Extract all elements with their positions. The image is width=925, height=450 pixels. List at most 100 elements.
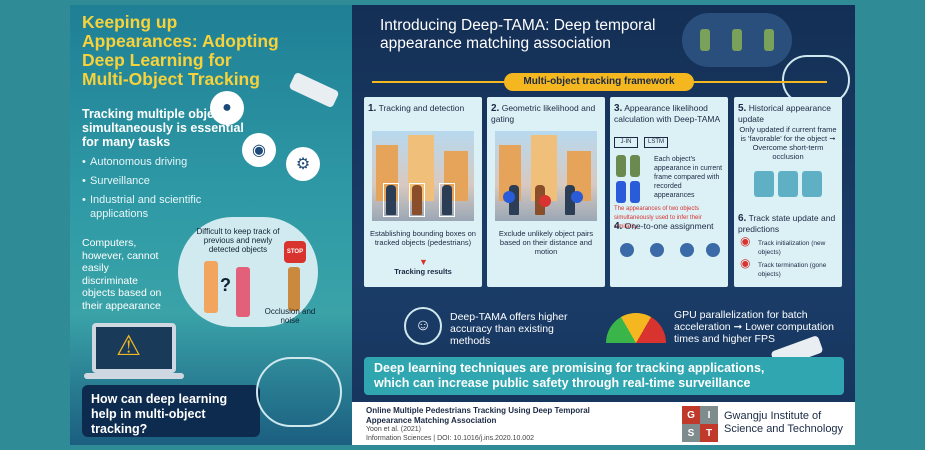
appearance-figure [616,181,626,203]
frame-card [778,171,798,197]
laptop-base [84,373,184,379]
lstm-label: LSTM [644,137,668,148]
frame-card [754,171,774,197]
conclusion-banner: Deep learning techniques are promising f… [364,357,844,395]
camera-icon: ● [210,91,244,125]
step-number: 1. [368,103,377,114]
assignment-node [620,243,634,257]
step-description: Exclude unlikely object pairs based on t… [498,229,594,256]
task-list: Autonomous driving Surveillance Industri… [82,155,222,226]
paper-authors: Yoon et al. (2021) [366,426,422,433]
pedestrian [412,185,422,215]
step-description: Only updated if current frame is 'favora… [739,125,837,161]
benefit-gpu: GPU parallelization for batch accelerati… [674,309,834,345]
occlusion-note: Occlusion and noise [264,307,316,325]
assignment-node [650,243,664,257]
step-title: 3. Appearance likelihood calculation wit… [614,103,724,124]
step-title-text: Tracking and detection [378,103,465,113]
bounding-box [409,183,425,217]
street-scene [372,131,474,221]
gauge-icon [606,313,666,343]
logo-letter: S [682,424,700,442]
step-number: 5. [738,103,747,114]
logo-letter: I [700,406,718,424]
left-panel: Keeping up Appearances: Adopting Deep Le… [70,5,352,445]
step-title: 1. Tracking and detection [368,103,478,114]
step-number: 2. [491,103,500,114]
bounding-box [383,183,399,217]
gist-logo: G I S T [682,406,718,442]
person-figure [204,261,218,313]
step-title-text: Appearance likelihood calculation with D… [614,103,721,124]
step-title-text: One-to-one assignment [624,221,714,231]
step-title-text: Track state update and predictions [738,213,836,234]
benefit-accuracy: Deep-TAMA offers higher accuracy than ex… [450,311,568,347]
step-number: 6. [738,213,747,224]
task-item: Autonomous driving [82,155,222,169]
walker-figure [732,29,742,51]
task-item: Surveillance [82,174,222,188]
walker-figure [764,29,774,51]
step-appearance-likelihood: 3. Appearance likelihood calculation wit… [610,97,728,287]
step-title: 6. Track state update and predictions [738,213,848,234]
brain-icon [256,357,342,427]
task-item: Industrial and scientific applications [82,193,222,221]
face-icon: ☺ [404,307,442,345]
institute-name: Gwangju Institute of Science and Technol… [724,410,844,435]
subtitle: Tracking multiple objects simultaneously… [82,107,244,149]
track-init: Track initialization (new objects) [758,240,826,256]
benefits-row: ☺ Deep-TAMA offers higher accuracy than … [404,307,844,351]
footer: Online Multiple Pedestrians Tracking Usi… [352,402,855,445]
question-mark: ? [220,275,231,295]
step-number: 3. [614,103,623,114]
main-title: Keeping up Appearances: Adopting Deep Le… [82,12,279,89]
right-panel: Introducing Deep-TAMA: Deep temporal app… [352,5,855,445]
step-number: 4. [614,221,623,232]
appearance-figure [630,181,640,203]
appearance-figure [630,155,640,177]
laptop-icon [92,323,176,373]
step-title: 4. One-to-one assignment [614,221,724,232]
appearance-figure [616,155,626,177]
step-tracking-detection: 1. Tracking and detection Establishing b… [364,97,482,287]
paper-title: Online Multiple Pedestrians Tracking Usi… [366,406,590,425]
step-description: Establishing bounding boxes on tracked o… [370,229,476,247]
difficulty-note: Difficult to keep track of previous and … [196,227,280,254]
street-scene [495,131,597,221]
framework-label: Multi-object tracking framework [504,73,694,91]
location-pin-icon: ◉ [740,234,751,248]
computers-text: Computers, however, cannot easily discri… [82,237,162,312]
infographic: Keeping up Appearances: Adopting Deep Le… [70,5,855,445]
red-note: The appearances of two objects simultane… [614,206,702,230]
location-pin-icon: ◉ [740,256,751,270]
walking-people-illustration [682,13,792,67]
pedestrian [442,185,452,215]
object-marker [539,195,551,207]
bounding-box [439,183,455,217]
step-title: 5. Historical appearance update [738,103,848,124]
walker-figure [700,29,710,51]
step-historical-update: 5. Historical appearance update Only upd… [734,97,842,287]
step-title-text: Geometric likelihood and gating [491,103,596,124]
step-title-text: Historical appearance update [738,103,831,124]
arrow-down-icon: ▼ [419,257,428,267]
person-figure [236,267,250,317]
eye-icon: ◉ [242,133,276,167]
step-title: 2. Geometric likelihood and gating [491,103,601,124]
step-description: Each object's appearance in current fram… [654,156,723,199]
frame-card [802,171,822,197]
stop-sign-icon: STOP [284,241,306,263]
logo-letter: G [682,406,700,424]
pedestrian [386,185,396,215]
object-marker [503,191,515,203]
step-geometric-gating: 2. Geometric likelihood and gating Exclu… [487,97,605,287]
jin-label: J-IN [614,137,638,148]
assignment-node [706,243,720,257]
object-marker [571,191,583,203]
warning-icon: ⚠ [116,330,142,361]
crossing-guard-figure [288,267,300,311]
paper-journal: Information Sciences | DOI: 10.1016/j.in… [366,435,534,442]
logo-letter: T [700,424,718,442]
track-term: Track termination (gone objects) [758,262,827,278]
robot-arm-icon: ⚙ [286,147,320,181]
